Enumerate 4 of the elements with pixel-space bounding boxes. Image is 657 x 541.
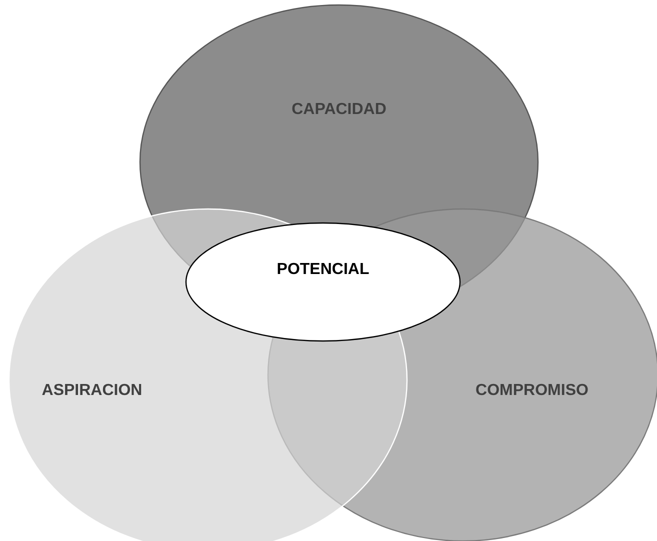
- set-label: CAPACIDAD: [292, 101, 386, 119]
- set-label: COMPROMISO: [476, 382, 588, 400]
- set-label: ASPIRACION: [42, 382, 142, 400]
- set-label: POTENCIAL: [276, 261, 370, 279]
